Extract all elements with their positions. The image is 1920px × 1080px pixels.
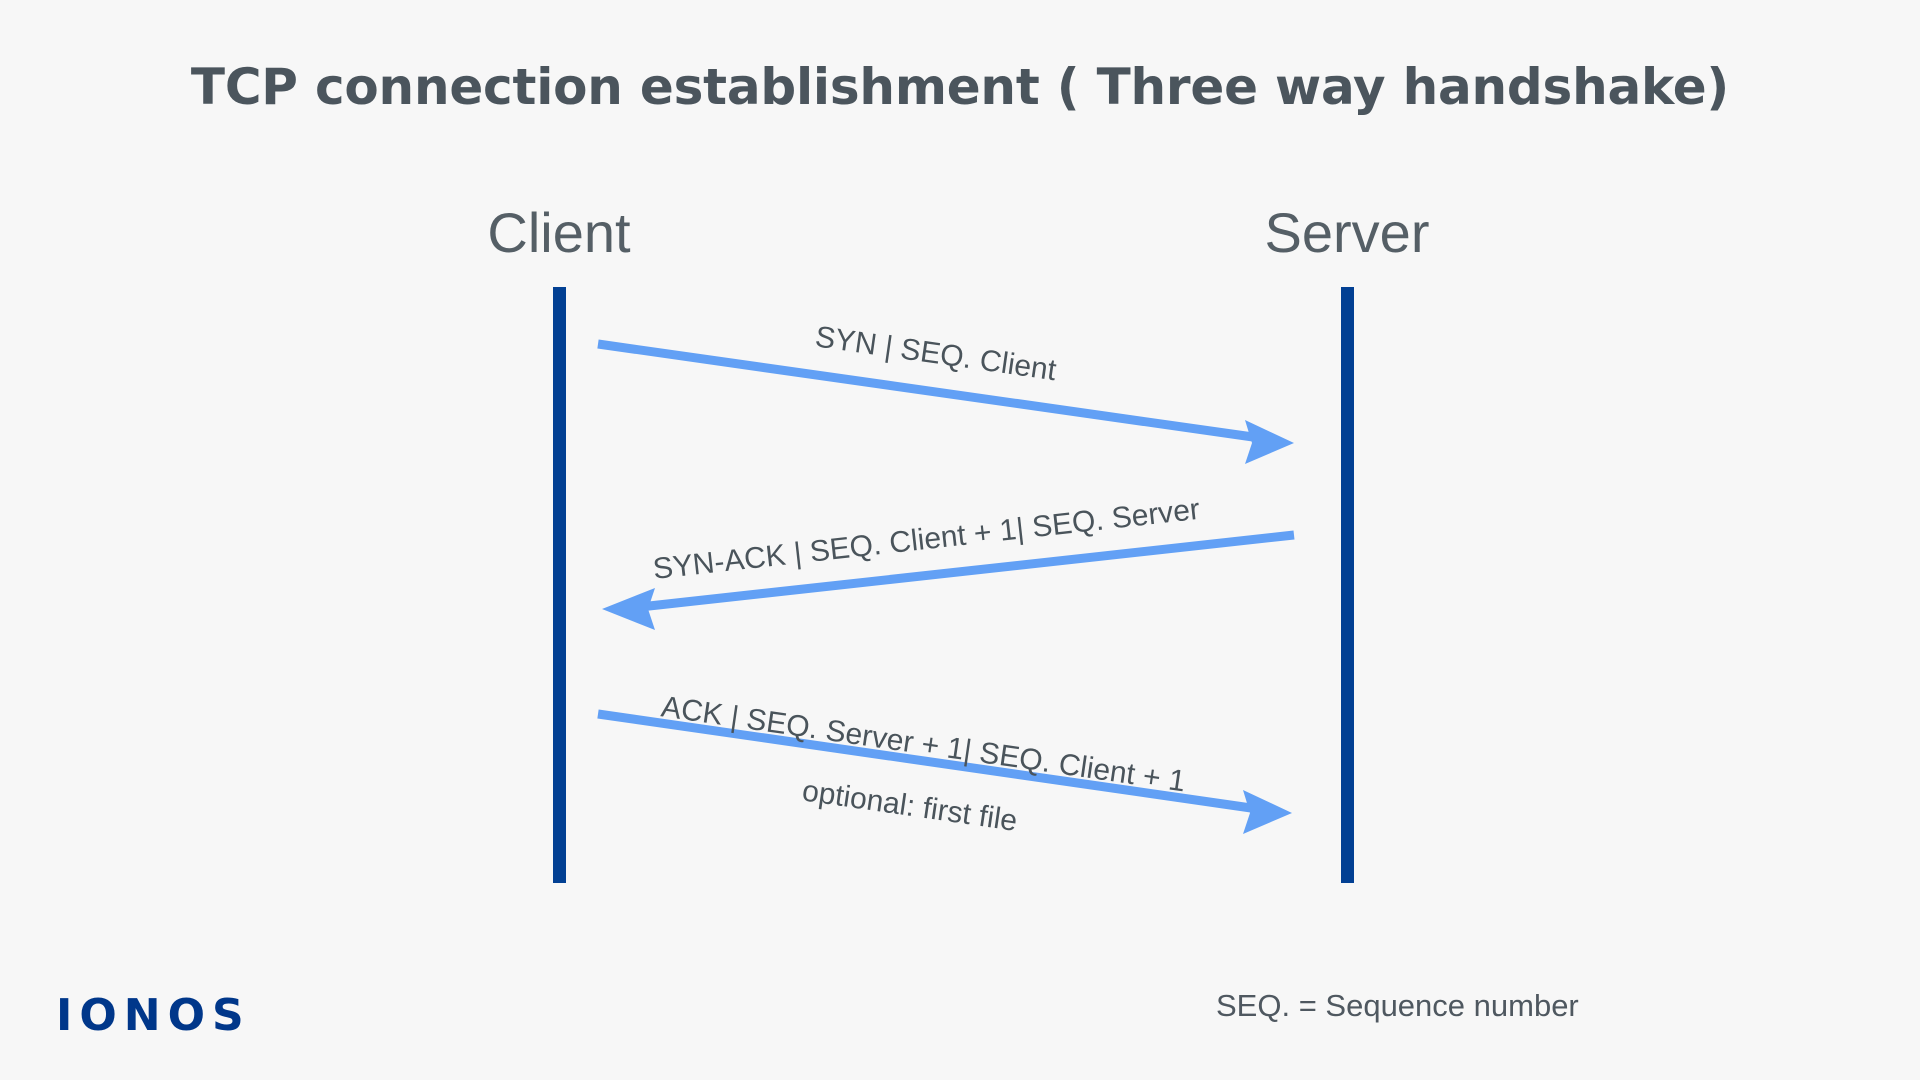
legend-text: SEQ. = Sequence number [1216,988,1579,1023]
message-label-ack-optional: optional: first file [800,774,1020,838]
message-label-syn-ack: SYN-ACK | SEQ. Client + 1| SEQ. Server [651,492,1202,587]
message-label-ack: ACK | SEQ. Server + 1| SEQ. Client + 1 [659,690,1188,799]
actor-label-server: Server [1264,201,1430,264]
ionos-logo: IONOS [56,990,251,1041]
page-title: TCP connection establishment ( Three way… [190,58,1730,116]
lifeline-server [1341,287,1354,883]
actor-label-client: Client [487,201,631,264]
lifeline-client [553,287,566,883]
message-label-syn: SYN | SEQ. Client [813,320,1059,388]
